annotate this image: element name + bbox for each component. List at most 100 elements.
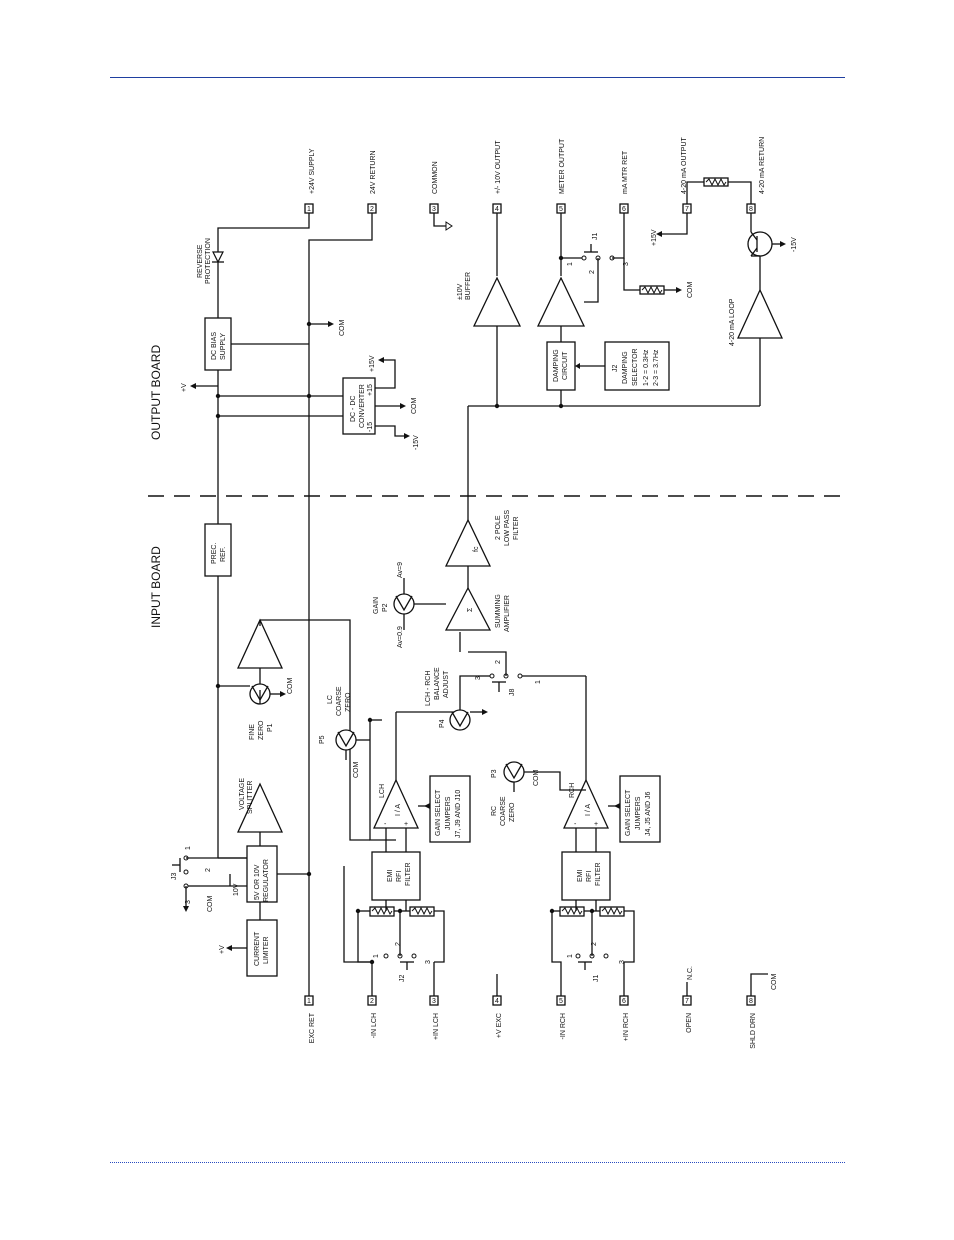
com-label-bias: COM: [339, 320, 346, 337]
svg-text:GAIN SELECT: GAIN SELECT: [435, 789, 442, 836]
svg-text:J2: J2: [612, 365, 619, 373]
svg-text:ZERO: ZERO: [258, 720, 265, 740]
svg-text:JUMPERS: JUMPERS: [635, 796, 642, 830]
svg-text:CIRCUIT: CIRCUIT: [562, 351, 569, 380]
plus-v-label-out: +V: [181, 383, 188, 392]
output-terminal-4: 4 +/- 10V OUTPUT: [493, 140, 502, 213]
svg-text:+24V SUPPLY: +24V SUPPLY: [309, 148, 316, 194]
current-limiter-block: [247, 920, 277, 976]
svg-text:4-20 mA RETURN: 4-20 mA RETURN: [759, 137, 766, 194]
com-label-p1: COM: [287, 678, 294, 695]
svg-text:COARSE: COARSE: [500, 796, 507, 826]
svg-text:ZERO: ZERO: [509, 802, 516, 822]
svg-text:P5: P5: [319, 735, 326, 744]
rch-bridge-resistor-2: [600, 907, 624, 916]
svg-text:DAMPING: DAMPING: [622, 351, 629, 384]
meter-amplifier: [538, 278, 584, 326]
precision-reference-block: [205, 524, 231, 576]
svg-text:SUMMING: SUMMING: [495, 594, 502, 628]
minus15v-label-a: -15V: [413, 435, 420, 450]
svg-text:4: 4: [495, 998, 499, 1005]
svg-text:P2: P2: [382, 603, 389, 612]
svg-text:J7, J9 AND J10: J7, J9 AND J10: [455, 790, 462, 838]
svg-text:4: 4: [495, 206, 499, 213]
svg-text:EMI: EMI: [387, 870, 394, 883]
svg-text:BALANCE: BALANCE: [434, 667, 441, 700]
svg-text:2: 2: [589, 270, 596, 274]
svg-text:+IN LCH: +IN LCH: [433, 1013, 440, 1040]
svg-text:GAIN SELECT: GAIN SELECT: [625, 789, 632, 836]
reverse-protection-diode-icon: [213, 252, 223, 262]
svg-text:ZERO: ZERO: [345, 692, 352, 712]
svg-text:CURRENT: CURRENT: [254, 931, 261, 966]
svg-text:-IN LCH: -IN LCH: [371, 1013, 378, 1038]
svg-text:+V EXC: +V EXC: [496, 1013, 503, 1038]
svg-text:SHLD DRN: SHLD DRN: [750, 1013, 757, 1049]
svg-text:J1: J1: [593, 975, 600, 983]
svg-text:fc: fc: [473, 546, 480, 552]
svg-text:mA MTR RET: mA MTR RET: [622, 150, 629, 194]
plus-v-label-in: +V: [219, 945, 226, 954]
svg-text:Av=0.9: Av=0.9: [397, 626, 404, 648]
svg-text:I / A: I / A: [395, 804, 402, 816]
svg-text:-IN RCH: -IN RCH: [560, 1013, 567, 1039]
svg-text:P4: P4: [439, 719, 446, 728]
svg-text:J4, J5 AND J6: J4, J5 AND J6: [645, 792, 652, 836]
svg-text:LC: LC: [327, 695, 334, 704]
svg-text:EMI: EMI: [577, 870, 584, 883]
svg-text:1: 1: [307, 206, 311, 213]
svg-text:24V RETURN: 24V RETURN: [370, 150, 377, 194]
loop-transistor-icon: [748, 232, 772, 256]
svg-text:METER OUTPUT: METER OUTPUT: [559, 138, 566, 194]
footer-rule: [110, 1162, 845, 1163]
svg-text:DC - DC: DC - DC: [350, 396, 357, 422]
svg-text:3: 3: [185, 900, 192, 904]
input-terminal-3: 3 +IN LCH: [430, 996, 440, 1040]
svg-text:2: 2: [370, 206, 374, 213]
svg-text:RFI: RFI: [396, 871, 403, 882]
output-terminal-3: 3 COMMON: [430, 161, 439, 213]
svg-text:I / A: I / A: [585, 804, 592, 816]
output-board-title: OUTPUT BOARD: [149, 345, 163, 440]
svg-text:10V: 10V: [233, 883, 240, 896]
svg-text:7: 7: [685, 206, 689, 213]
low-pass-filter-amplifier: [446, 520, 490, 566]
svg-text:1: 1: [567, 954, 574, 958]
svg-text:3: 3: [425, 960, 432, 964]
lch-bridge-resistor-1: [370, 907, 394, 916]
svg-text:+: +: [404, 821, 408, 828]
svg-text:J2: J2: [399, 975, 406, 983]
svg-text:FINE: FINE: [249, 724, 256, 740]
input-board-title: INPUT BOARD: [149, 546, 163, 628]
svg-text:2: 2: [495, 660, 502, 664]
input-terminal-5: 5 -IN RCH: [557, 996, 567, 1039]
regulator-block: [247, 846, 277, 902]
svg-text:LOW PASS: LOW PASS: [504, 510, 511, 546]
input-terminal-1: 1 EXC RET: [305, 996, 316, 1043]
svg-text:GAIN: GAIN: [373, 597, 380, 614]
com-label-meter: COM: [687, 282, 694, 299]
svg-text:5: 5: [559, 998, 563, 1005]
loop-amplifier: [738, 290, 782, 338]
output-terminal-1: 1 +24V SUPPLY: [305, 148, 316, 213]
svg-text:Av=9: Av=9: [397, 562, 404, 578]
input-terminal-6: 6 +IN RCH: [620, 996, 630, 1041]
svg-text:5: 5: [559, 206, 563, 213]
output-terminal-2: 2 24V RETURN: [368, 150, 377, 213]
svg-text:2 POLE: 2 POLE: [495, 515, 502, 540]
svg-text:RC: RC: [491, 806, 498, 816]
output-terminal-5: 5 METER OUTPUT: [557, 138, 566, 213]
svg-text:RFI: RFI: [586, 871, 593, 882]
svg-text:2: 2: [370, 998, 374, 1005]
svg-text:P1: P1: [267, 723, 274, 732]
damping-circuit-block: [547, 342, 575, 390]
output-terminal-7: 7 4-20 mA OUTPUT: [681, 136, 691, 213]
svg-text:LCH - RCH: LCH - RCH: [425, 671, 432, 706]
svg-text:8: 8: [749, 998, 753, 1005]
svg-text:1: 1: [535, 680, 542, 684]
svg-text:DAMPING: DAMPING: [553, 349, 560, 382]
svg-text:4-20 mA LOOP: 4-20 mA LOOP: [729, 298, 736, 346]
plus15v-label-a: +15V: [369, 355, 376, 372]
svg-text:3: 3: [432, 206, 436, 213]
